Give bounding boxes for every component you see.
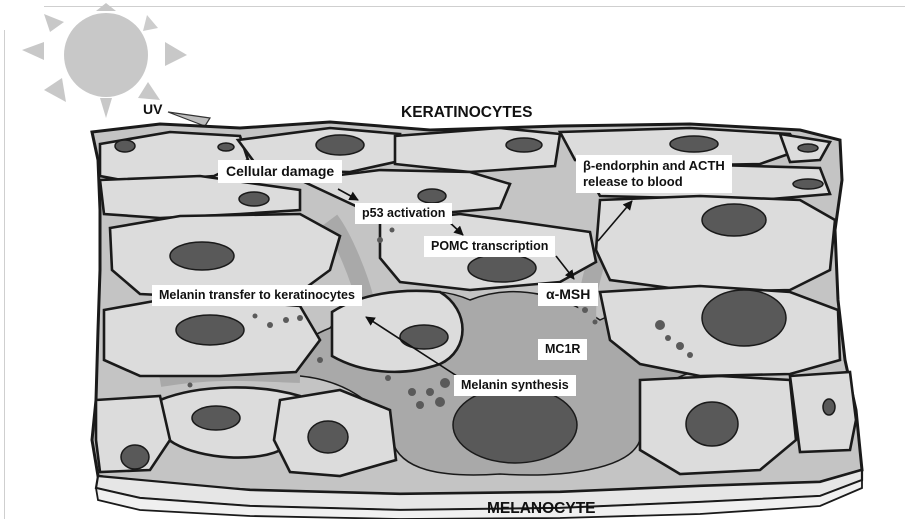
endorphin-acth-line-2: release to blood	[583, 174, 725, 190]
p53-activation-label: p53 activation	[355, 203, 452, 224]
pomc-transcription-label: POMC transcription	[424, 236, 555, 257]
melanocyte-title: MELANOCYTE	[487, 500, 596, 518]
melanin-synthesis-label: Melanin synthesis	[454, 375, 576, 396]
melanin-transfer-label: Melanin transfer to keratinocytes	[152, 285, 362, 306]
uv-label: UV	[143, 101, 162, 117]
alpha-msh-label: α-MSH	[538, 283, 598, 306]
endorphin-acth-label: β-endorphin and ACTH release to blood	[576, 155, 732, 193]
tissue-block	[92, 122, 862, 519]
cellular-damage-label: Cellular damage	[218, 160, 342, 183]
mc1r-label: MC1R	[538, 339, 587, 360]
keratinocytes-title: KERATINOCYTES	[401, 104, 532, 122]
endorphin-acth-line-1: β-endorphin and ACTH	[583, 158, 725, 174]
